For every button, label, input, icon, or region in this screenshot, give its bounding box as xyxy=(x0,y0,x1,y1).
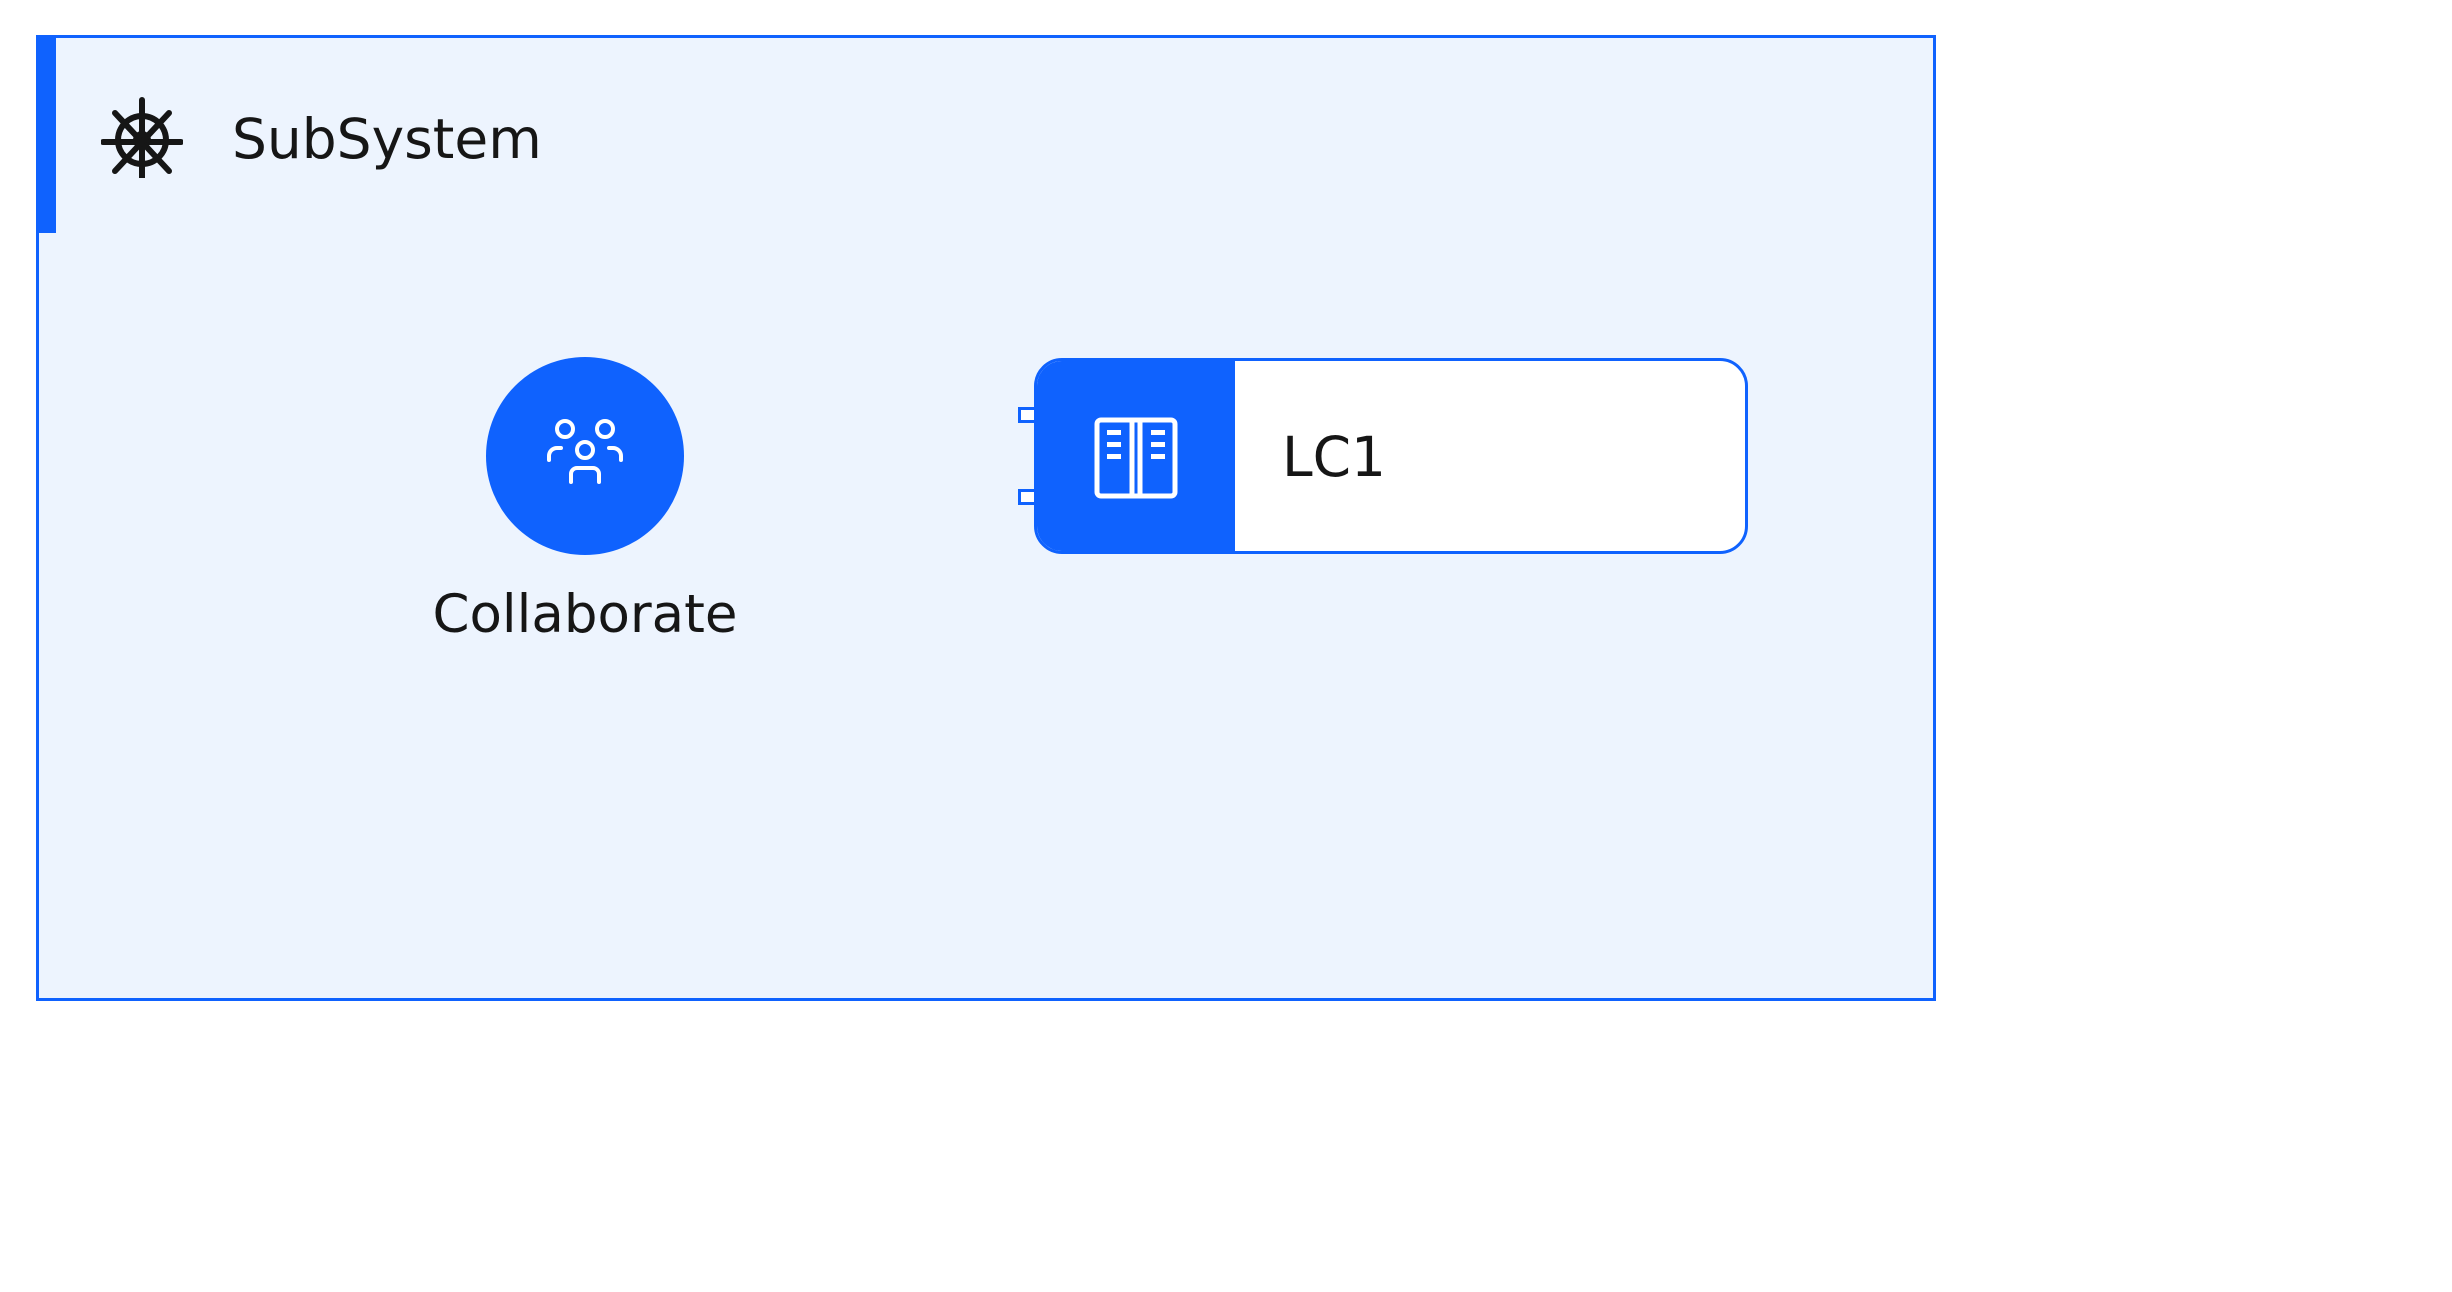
group-title: SubSystem xyxy=(232,107,542,171)
lc1-component-node[interactable]: LC1 xyxy=(1034,358,1748,554)
component-icon-panel xyxy=(1037,361,1235,551)
ship-wheel-icon xyxy=(101,97,183,178)
collaborate-icon xyxy=(547,419,623,484)
collaborate-label: Collaborate xyxy=(432,584,738,645)
lc1-label: LC1 xyxy=(1282,425,1387,489)
collaborate-node[interactable] xyxy=(486,357,684,555)
group-accent-bar xyxy=(39,38,56,233)
book-icon xyxy=(1094,417,1178,499)
